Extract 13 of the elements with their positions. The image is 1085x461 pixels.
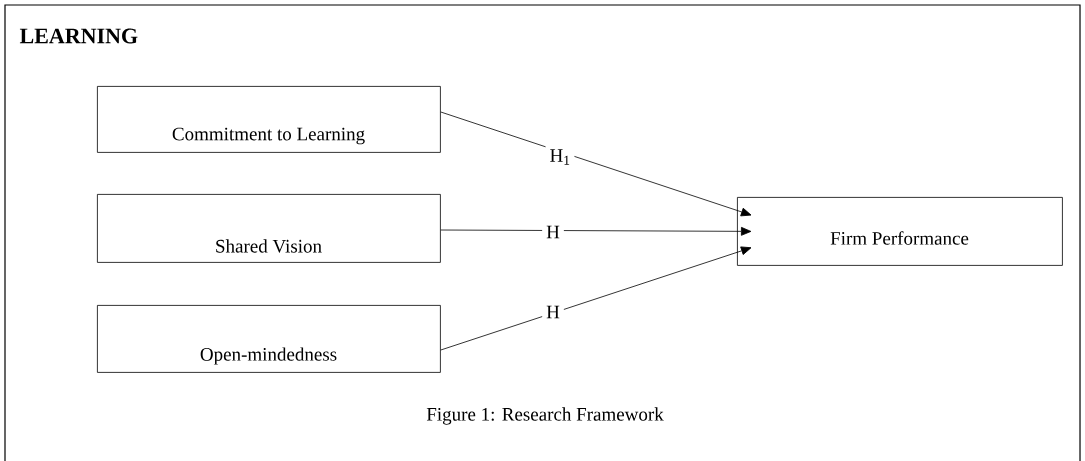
arrow [440,246,752,351]
arrow [440,226,752,236]
frame [4,4,1081,461]
hypothesis-label: H [542,301,564,323]
concept-box: Shared Vision [97,194,441,263]
hypothesis-label: H$_{1}$ [545,145,575,169]
heading: LEARNING [19,28,138,44]
hypothesis-label: H [542,221,564,243]
concept-box: Open-mindedness [97,305,441,373]
arrow [440,111,752,217]
concept-box: Firm Performance [737,197,1063,266]
caption: Figure 1: Research Framework [426,407,664,425]
concept-box: Commitment to Learning [97,86,441,153]
